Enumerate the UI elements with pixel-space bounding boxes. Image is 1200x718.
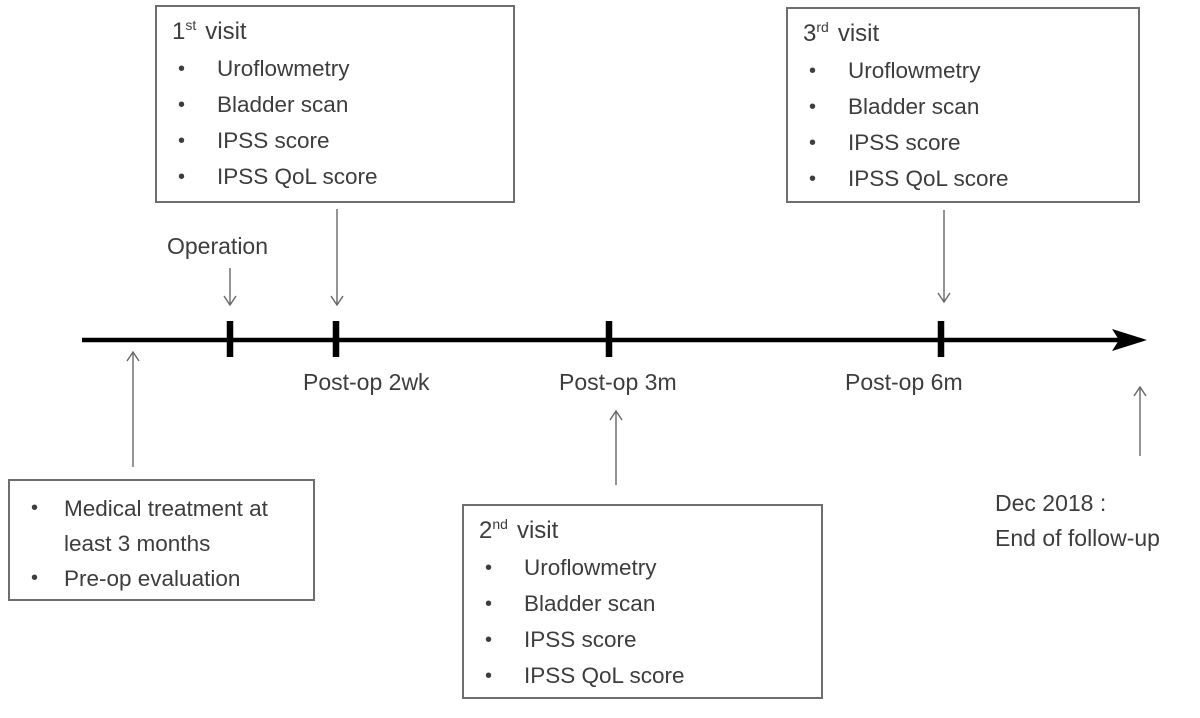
bullet-icon: • bbox=[485, 629, 493, 651]
list-item: • IPSS score bbox=[464, 622, 821, 658]
visit-3-ordinal: 3 bbox=[803, 20, 817, 47]
bullet-icon: • bbox=[485, 593, 493, 615]
list-item: • Pre-op evaluation bbox=[10, 561, 313, 596]
list-item-label: IPSS QoL score bbox=[524, 663, 685, 688]
postop-6m-label: Post-op 6m bbox=[845, 369, 963, 395]
visit-1-ordinal-suffix: st bbox=[185, 17, 197, 33]
preop-items: • Medical treatment at least 3 months • Pr… bbox=[10, 491, 313, 596]
bullet-icon: • bbox=[485, 557, 493, 579]
list-item-label: Pre-op evaluation bbox=[64, 566, 241, 591]
visit-1-title-text: visit bbox=[205, 18, 247, 45]
list-item: • Uroflowmetry bbox=[157, 51, 513, 87]
list-item: • Bladder scan bbox=[157, 87, 513, 123]
bullet-icon: • bbox=[31, 567, 39, 589]
list-item: • IPSS score bbox=[788, 125, 1138, 161]
visit-2-title-text: visit bbox=[516, 517, 559, 544]
bullet-icon: • bbox=[178, 94, 186, 116]
list-item-label: IPSS QoL score bbox=[848, 166, 1009, 191]
bullet-icon: • bbox=[809, 96, 817, 118]
list-item-label: Uroflowmetry bbox=[524, 555, 657, 580]
visit-2-ordinal: 2 bbox=[479, 517, 493, 544]
end-followup-line1: Dec 2018 : bbox=[995, 490, 1107, 516]
list-item-label: IPSS score bbox=[848, 130, 961, 155]
bullet-icon: • bbox=[809, 132, 817, 154]
bullet-icon: • bbox=[31, 497, 39, 519]
list-item-label: Uroflowmetry bbox=[848, 58, 981, 83]
visit-3-items: •Uroflowmetry •Bladder scan •IPSS score … bbox=[788, 53, 1138, 197]
visit-1-items: •Uroflowmetry •Bladder scan •IPSS score … bbox=[157, 51, 513, 195]
list-item-label: Medical treatment at least 3 months bbox=[64, 496, 268, 556]
list-item-label: Bladder scan bbox=[524, 591, 656, 616]
bullet-icon: • bbox=[178, 130, 186, 152]
list-item-label: Bladder scan bbox=[217, 92, 349, 117]
bullet-icon: • bbox=[485, 665, 493, 687]
visit-2-items: •Uroflowmetry •Bladder scan •IPSS score … bbox=[464, 550, 821, 694]
visit-2-ordinal-suffix: nd bbox=[492, 516, 508, 532]
list-item: • IPSS QoL score bbox=[464, 658, 821, 694]
list-item: • Medical treatment at least 3 months bbox=[10, 491, 313, 561]
postop-2wk-label: Post-op 2wk bbox=[303, 369, 430, 395]
list-item: • Uroflowmetry bbox=[464, 550, 821, 586]
end-followup-label: Dec 2018 : End of follow-up bbox=[995, 486, 1160, 556]
operation-label: Operation bbox=[167, 233, 269, 259]
list-item: • IPSS score bbox=[157, 123, 513, 159]
list-item-label: IPSS score bbox=[217, 128, 330, 153]
list-item: • IPSS QoL score bbox=[788, 161, 1138, 197]
preop-box: • Medical treatment at least 3 months • Pr… bbox=[8, 479, 315, 601]
timeline-arrowhead-icon bbox=[1112, 329, 1147, 351]
bullet-icon: • bbox=[178, 166, 186, 188]
bullet-icon: • bbox=[809, 60, 817, 82]
visit-1-ordinal: 1 bbox=[172, 18, 186, 45]
list-item-label: IPSS score bbox=[524, 627, 637, 652]
list-item: • Bladder scan bbox=[788, 89, 1138, 125]
list-item-label: Bladder scan bbox=[848, 94, 980, 119]
end-followup-line2: End of follow-up bbox=[995, 525, 1160, 551]
visit-3-ordinal-suffix: rd bbox=[816, 19, 829, 35]
postop-3m-label: Post-op 3m bbox=[559, 369, 677, 395]
bullet-icon: • bbox=[178, 58, 186, 80]
list-item: • Uroflowmetry bbox=[788, 53, 1138, 89]
visit-3-title-text: visit bbox=[837, 20, 880, 47]
list-item-label: Uroflowmetry bbox=[217, 56, 350, 81]
bullet-icon: • bbox=[809, 168, 817, 190]
list-item-label: IPSS QoL score bbox=[217, 164, 378, 189]
list-item: • Bladder scan bbox=[464, 586, 821, 622]
list-item: • IPSS QoL score bbox=[157, 159, 513, 195]
